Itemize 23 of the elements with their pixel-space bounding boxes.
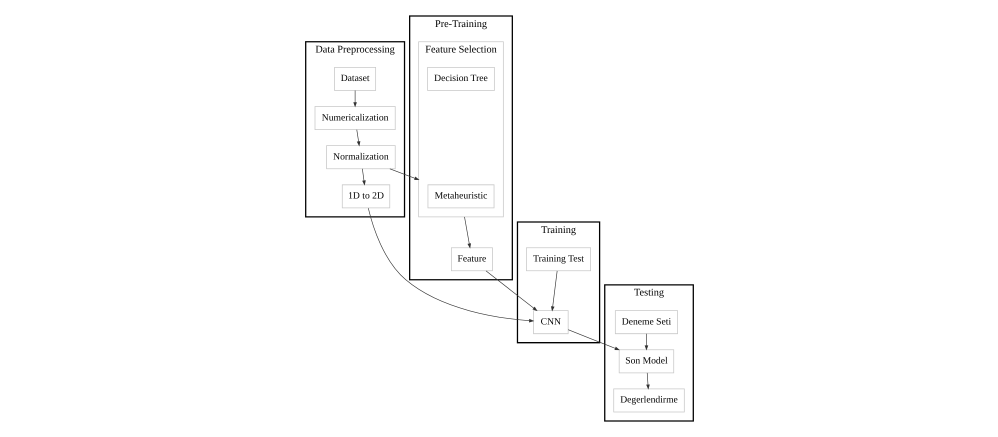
arrow	[356, 129, 360, 146]
node-box: Metaheuristic	[427, 184, 494, 208]
arrow	[389, 168, 420, 180]
node-box: Feature	[450, 247, 492, 272]
node-box: Dataset	[334, 67, 376, 91]
node-box: Training Test	[526, 247, 590, 272]
node-box: Decision Tree	[426, 67, 494, 91]
arrow	[352, 90, 356, 108]
node-box: Son Model	[618, 349, 674, 374]
node-box: Numericalization	[314, 106, 396, 130]
arrow	[367, 208, 534, 322]
node-box: Normalization	[326, 145, 396, 170]
arrow	[567, 329, 620, 350]
node-box: Deneme Seti	[614, 310, 678, 334]
arrow	[464, 216, 471, 249]
arrow	[644, 333, 648, 351]
arrow	[646, 372, 650, 390]
node-box: CNN	[532, 310, 568, 334]
arrow	[485, 270, 538, 312]
node-box: 1D to 2D	[341, 184, 390, 208]
arrow	[550, 270, 557, 312]
arrow	[362, 168, 366, 186]
node-box: Degerlendirme	[612, 388, 684, 412]
